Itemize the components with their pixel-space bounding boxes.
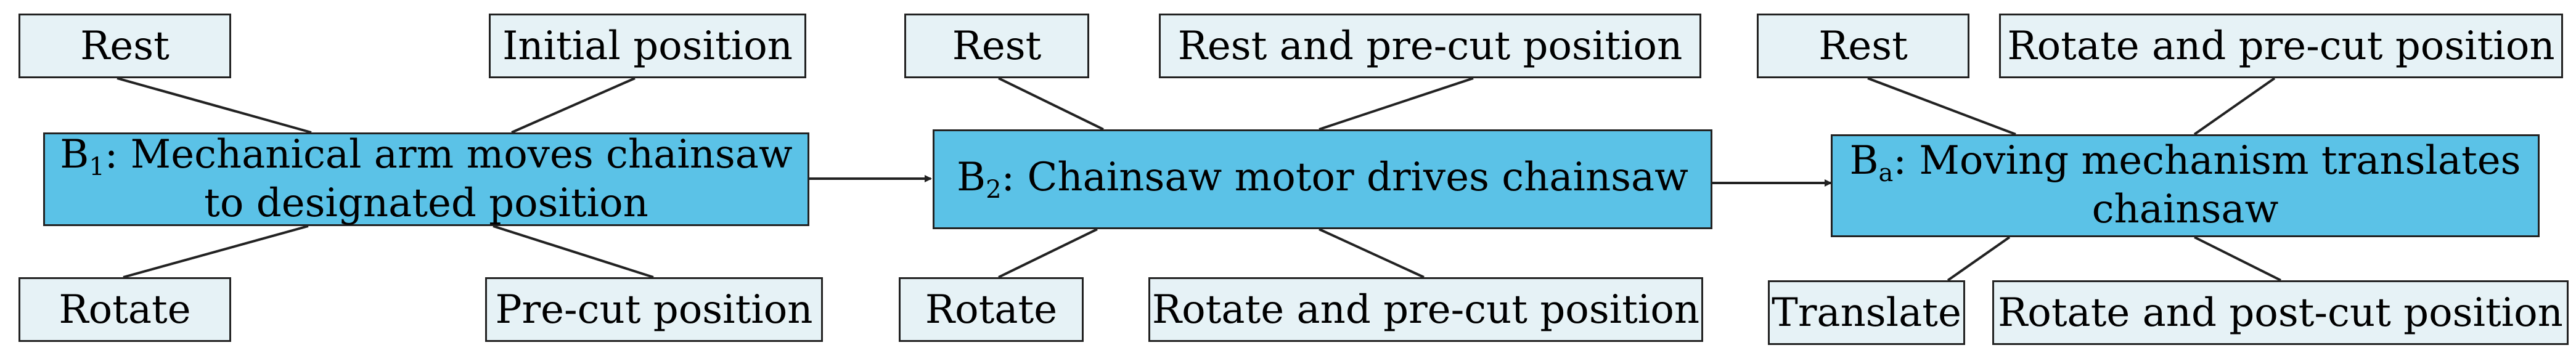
spoke-b1-top-left (117, 77, 312, 134)
b1-stage-box: B1: Mechanical arm moves chainsaw to des… (43, 132, 809, 226)
spoke-b3-top-right (2193, 77, 2276, 136)
b2-stage-title: B2: Chainsaw motor drives chainsaw (957, 154, 1688, 204)
spoke-b2-top-left (998, 77, 1104, 131)
spoke-b2-top-right (1319, 77, 1474, 131)
b3-stage-box: Ba: Moving mechanism translates chainsaw (1831, 134, 2540, 237)
spoke-b1-bottom-left (123, 225, 309, 278)
spoke-b1-top-right (511, 77, 636, 134)
b2-stage-box: B2: Chainsaw motor drives chainsaw (933, 129, 1712, 229)
b3-top-left-label: Rest (1757, 14, 1969, 78)
spoke-b3-bottom-right (2194, 236, 2281, 282)
b1-stage-title: B1: Mechanical arm moves chainsaw to des… (60, 131, 793, 226)
spoke-b3-bottom-left (1947, 236, 2011, 282)
b2-top-right-label: Rest and pre-cut position (1159, 14, 1701, 78)
spoke-b2-bottom-left (998, 228, 1098, 278)
b2-bottom-right-label: Rotate and pre-cut position (1148, 277, 1703, 342)
b2-top-left-label: Rest (904, 14, 1089, 78)
b3-top-right-label: Rotate and pre-cut position (1999, 14, 2563, 78)
spoke-b3-top-left (1867, 77, 2016, 136)
spoke-b1-bottom-right (493, 225, 654, 278)
b3-stage-title: Ba: Moving mechanism translates chainsaw (1849, 138, 2521, 233)
b1-top-right-label: Initial position (489, 14, 806, 78)
spoke-b2-bottom-right (1319, 228, 1425, 278)
b1-bottom-left-label: Rotate (18, 277, 231, 342)
b3-bottom-left-label: Translate (1768, 280, 1965, 345)
b1-bottom-right-label: Pre-cut position (485, 277, 823, 342)
b2-bottom-left-label: Rotate (899, 277, 1084, 342)
b3-bottom-right-label: Rotate and post-cut position (1992, 280, 2569, 345)
b1-top-left-label: Rest (18, 14, 231, 78)
